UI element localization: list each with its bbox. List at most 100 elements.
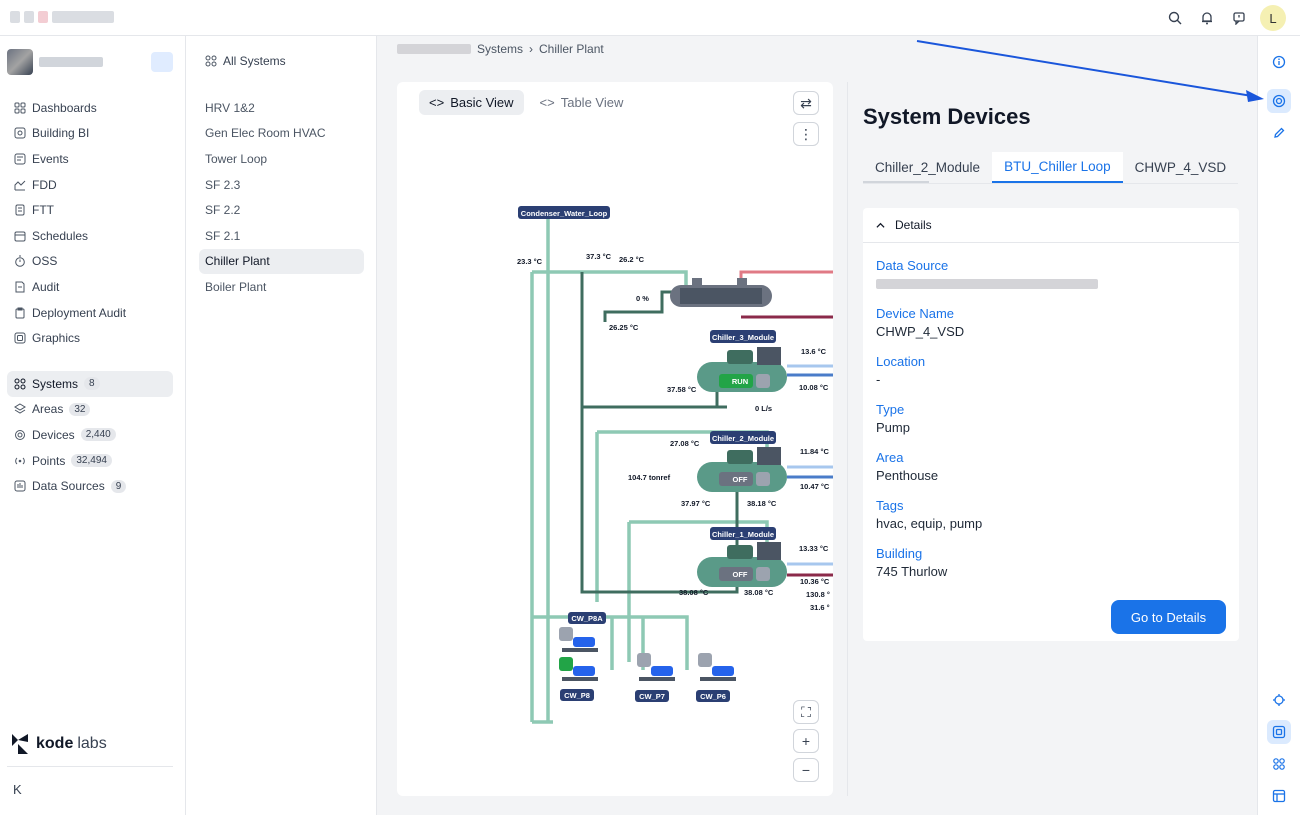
nav-item-fdd[interactable]: FDD [7, 172, 173, 198]
temp-reading: 13.33 °C [799, 544, 829, 553]
field-data-source: Data Source [876, 258, 1098, 289]
nav-label: Building BI [32, 126, 90, 141]
search-icon[interactable] [1164, 7, 1186, 29]
tab-btu-chiller-loop[interactable]: BTU_Chiller Loop [992, 152, 1123, 183]
nav-label: Devices [32, 427, 75, 442]
details-toggle[interactable]: Details [863, 208, 1239, 243]
nav-item-audit[interactable]: Audit [7, 274, 173, 300]
nav-item-graphics[interactable]: Graphics [7, 325, 173, 351]
chiller-plant-diagram[interactable]: Condenser_Water_Loop 23.3 °C 37.3 °C 26.… [397, 82, 833, 796]
system-item-active[interactable]: Chiller Plant [199, 248, 364, 275]
layout-icon[interactable] [1267, 784, 1291, 808]
expand-icon: ⛶ [801, 703, 811, 720]
org-badge [151, 52, 173, 72]
field-value: 745 Thurlow [876, 564, 948, 579]
nav-label: Events [32, 151, 69, 166]
system-item[interactable]: Gen Elec Room HVAC [205, 126, 326, 141]
zoom-out-button[interactable]: − [793, 758, 819, 782]
system-item[interactable]: SF 2.3 [205, 177, 241, 192]
system-item[interactable]: Tower Loop [205, 151, 268, 166]
pencil-icon[interactable] [1267, 121, 1291, 145]
tab-chiller-2-module[interactable]: Chiller_2_Module [863, 152, 992, 183]
all-systems-link[interactable]: All Systems [205, 54, 286, 68]
systems-grid-icon[interactable] [1267, 752, 1291, 776]
target-icon[interactable] [1267, 688, 1291, 712]
nav-main: Dashboards Building BI Events FDD FTT Sc… [7, 95, 173, 351]
nav-item-oss[interactable]: OSS [7, 249, 173, 275]
heat-exchanger[interactable] [670, 278, 772, 307]
nav-label: Systems [32, 376, 79, 391]
info-icon[interactable] [1267, 50, 1291, 74]
tonnage-reading: 104.7 tonref [628, 473, 671, 482]
bell-icon[interactable] [1196, 7, 1218, 29]
nav-item-dashboards[interactable]: Dashboards [7, 95, 173, 121]
nav-item-ftt[interactable]: FTT [7, 197, 173, 223]
devices-chip-icon[interactable] [1267, 89, 1291, 113]
zoom-in-button[interactable]: + [793, 729, 819, 753]
collapse-sidebar-button[interactable]: K [13, 782, 22, 797]
dashboard-icon [13, 101, 26, 114]
breadcrumb-building[interactable] [397, 44, 471, 54]
graphics-view-icon[interactable] [1267, 720, 1291, 744]
pump-cw-p7[interactable]: CW_P7 [635, 653, 675, 702]
field-area: Area Penthouse [876, 450, 938, 483]
temp-reading: 31.6 ° [810, 603, 830, 612]
breadcrumb-systems[interactable]: Systems [477, 42, 524, 56]
nav-item-events[interactable]: Events [7, 146, 173, 172]
tab-basic-view[interactable]: <>Basic View [419, 90, 524, 115]
system-item[interactable]: Boiler Plant [205, 279, 267, 294]
nav-label: Audit [32, 279, 60, 294]
field-value: CHWP_4_VSD [876, 324, 965, 339]
temp-reading: 10.47 °C [800, 482, 830, 491]
systems-icon [13, 377, 26, 390]
datasource-icon [13, 480, 26, 493]
pump-cw-p8[interactable]: CW_P8 [559, 657, 598, 701]
breadcrumb: Systems › Chiller Plant [377, 36, 1257, 62]
panel-title: System Devices [863, 104, 1031, 129]
system-item[interactable]: HRV 1&2 [205, 100, 255, 115]
temp-reading: 10.36 °C [800, 577, 830, 586]
calendar-icon [13, 229, 26, 242]
right-rail [1257, 36, 1300, 815]
view-tabs: <>Basic View <>Table View [419, 90, 633, 115]
nav-item-building-bi[interactable]: Building BI [7, 121, 173, 147]
all-systems-label: All Systems [223, 54, 286, 68]
go-to-details-button[interactable]: Go to Details [1111, 600, 1226, 634]
nav-item-schedules[interactable]: Schedules [7, 223, 173, 249]
tab-chwp-4-vsd[interactable]: CHWP_4_VSD [1134, 160, 1227, 175]
fullscreen-button[interactable]: ⛶ [793, 700, 819, 724]
temp-reading: 27.08 °C [670, 439, 700, 448]
user-avatar[interactable]: L [1260, 5, 1286, 31]
chiller-label: Chiller_2_Module [712, 434, 774, 443]
chiller-2[interactable]: Chiller_2_Module OFF [697, 431, 787, 492]
details-label: Details [895, 218, 932, 232]
status-badge: RUN [732, 377, 748, 386]
layers-icon [13, 403, 26, 416]
field-value-redacted [876, 279, 1098, 289]
filter-settings-button[interactable]: ⇄ [793, 91, 819, 115]
chat-icon[interactable] [1228, 7, 1250, 29]
count-badge: 32,494 [71, 454, 112, 468]
kodelabs-mark-icon [12, 734, 28, 754]
more-options-button[interactable]: ⋮ [793, 122, 819, 146]
system-item[interactable]: SF 2.2 [205, 203, 241, 218]
chiller-3[interactable]: Chiller_3_Module RUN [697, 330, 787, 392]
logo-text-light: labs [77, 735, 107, 752]
nav-item-deployment-audit[interactable]: Deployment Audit [7, 300, 173, 326]
system-item[interactable]: SF 2.1 [205, 228, 241, 243]
brand-logo[interactable] [10, 11, 114, 23]
pump-cw-p8a[interactable]: CW_P8A [559, 612, 606, 652]
org-switcher[interactable] [7, 48, 173, 76]
nav-divider [7, 766, 173, 767]
nav-label: FDD [32, 177, 57, 192]
pump-cw-p6[interactable]: CW_P6 [696, 653, 736, 702]
tab-table-view[interactable]: <>Table View [530, 90, 634, 115]
pump-label: CW_P7 [639, 692, 665, 701]
chiller-1[interactable]: Chiller_1_Module OFF [697, 527, 787, 587]
